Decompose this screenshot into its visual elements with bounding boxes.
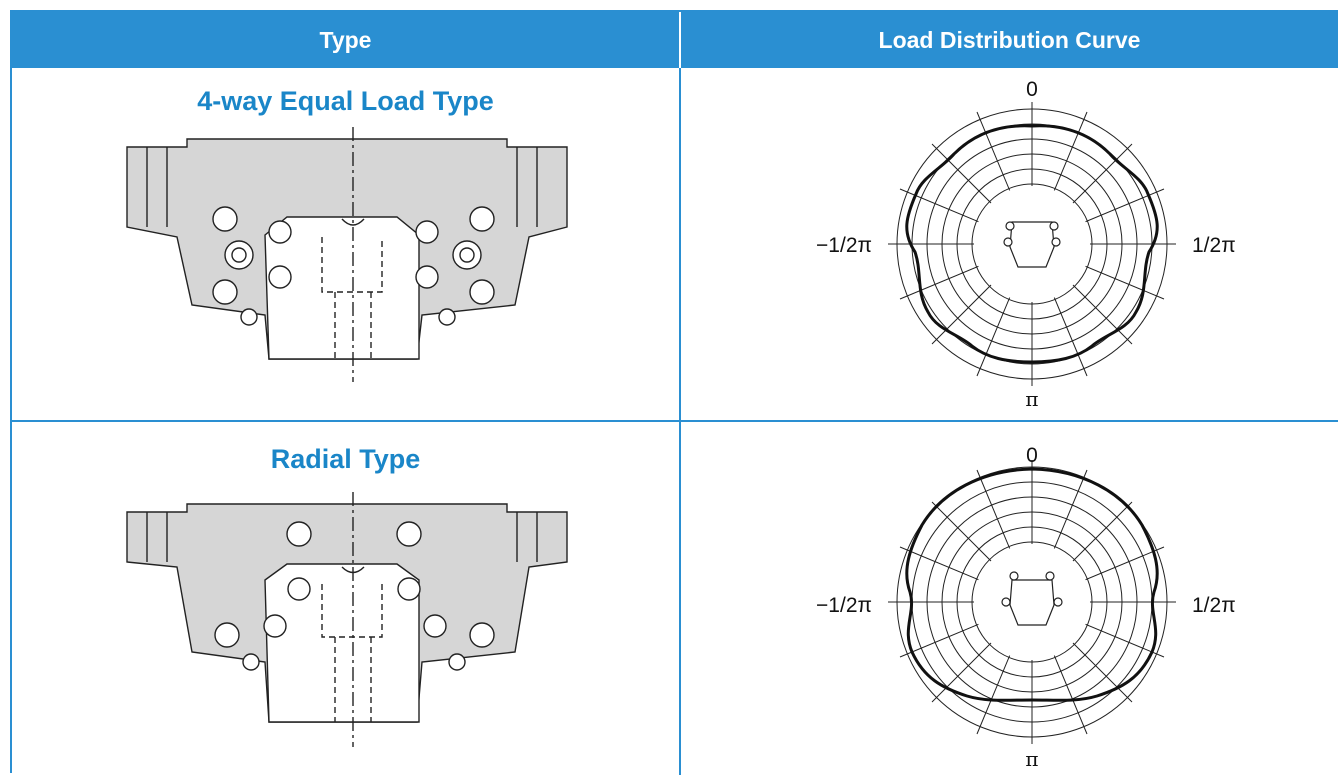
angle-label-left: −1/2π xyxy=(816,594,872,617)
angle-label-bottom: π xyxy=(1025,387,1038,411)
angle-label-top: 0 xyxy=(1026,444,1038,467)
header-load-distribution-curve: Load Distribution Curve xyxy=(681,12,1338,68)
block-drawing-4-way xyxy=(126,127,568,382)
block-drawing-radial xyxy=(126,492,568,747)
angle-label-bottom: π xyxy=(1025,747,1038,771)
angle-label-top: 0 xyxy=(1026,78,1038,101)
row-title-4-way: 4-way Equal Load Type xyxy=(197,86,494,116)
load-curve-radial: 0 −1/2π 1/2π π xyxy=(816,444,1236,771)
load-type-table: Type Load Distribution Curve 4-way Equal… xyxy=(10,10,1338,775)
angle-label-right: 1/2π xyxy=(1192,234,1236,257)
angle-label-left: −1/2π xyxy=(816,234,872,257)
header-type: Type xyxy=(12,12,681,68)
row-divider xyxy=(12,420,1338,422)
load-curve-4-way: 0 −1/2π 1/2π π xyxy=(816,78,1236,411)
row-title-radial: Radial Type xyxy=(270,444,421,474)
angle-label-right: 1/2π xyxy=(1192,594,1236,617)
